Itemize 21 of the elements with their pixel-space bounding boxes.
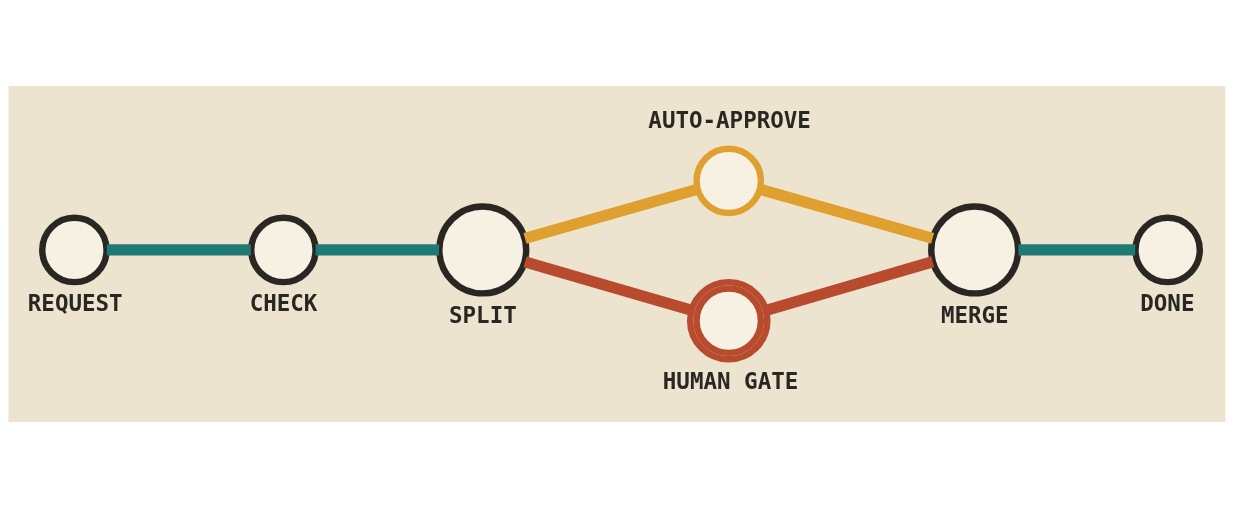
node-label: DONE xyxy=(1140,290,1195,317)
connector xyxy=(106,244,251,256)
node-label: SPLIT xyxy=(449,301,517,328)
connector xyxy=(1018,244,1136,256)
node-circle xyxy=(248,214,319,286)
node-circle xyxy=(928,203,1022,297)
node-label: AUTO-APPROVE xyxy=(648,107,811,134)
node-circle xyxy=(39,214,110,286)
node-label: HUMAN GATE xyxy=(662,367,799,394)
node-circle xyxy=(686,278,771,363)
node-label: CHECK xyxy=(249,290,318,317)
connector xyxy=(523,184,699,244)
node-label: MERGE xyxy=(940,301,1009,328)
connector xyxy=(758,183,935,244)
node-circle xyxy=(693,145,765,217)
node-circle xyxy=(1132,214,1203,286)
connector xyxy=(764,256,935,316)
connector xyxy=(523,256,693,316)
connector xyxy=(315,244,440,256)
node-circle xyxy=(436,203,530,297)
node-label: REQUEST xyxy=(27,290,123,317)
